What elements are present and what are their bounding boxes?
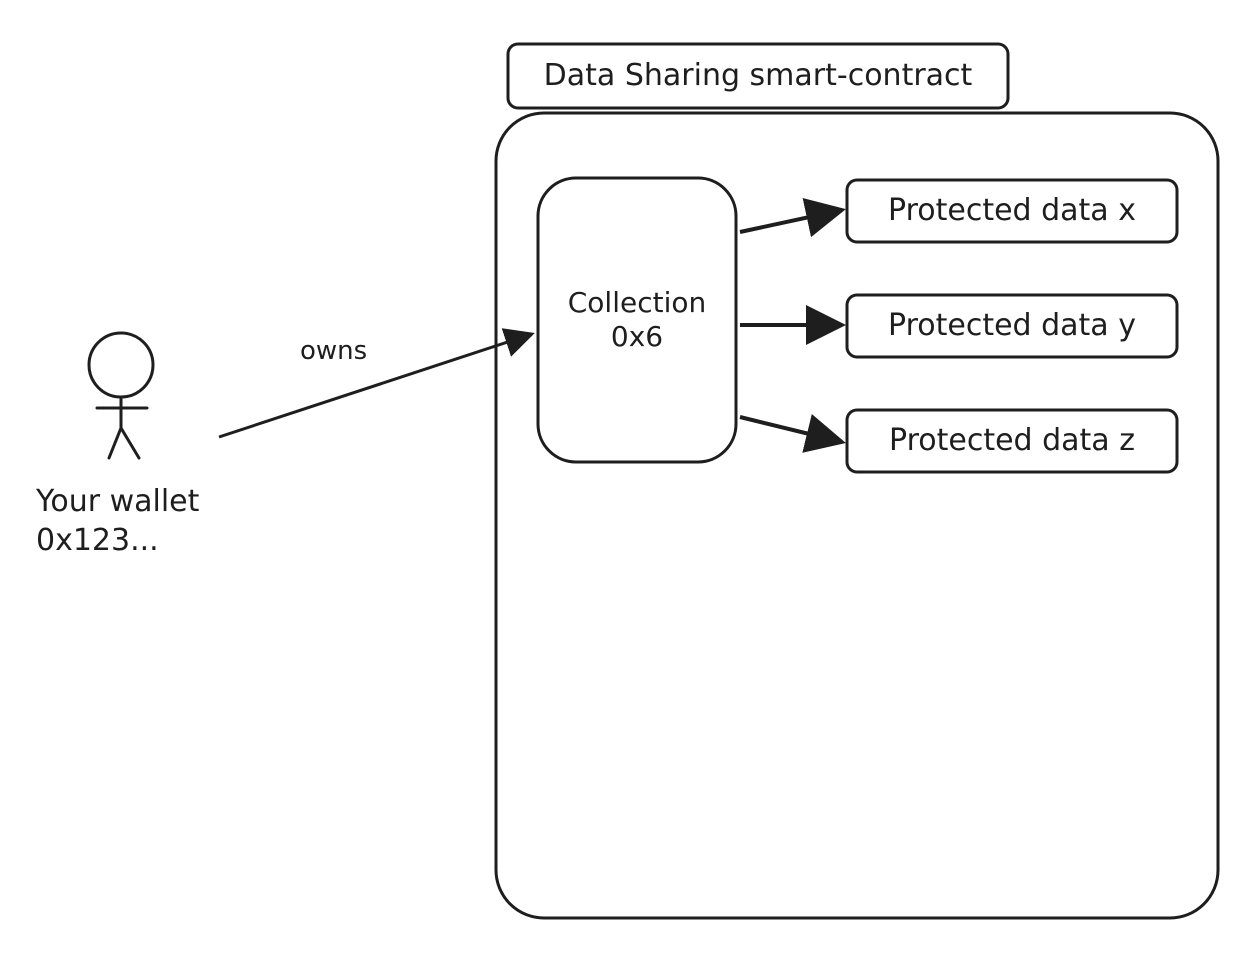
wallet-name: Your wallet <box>36 484 200 519</box>
protected-data-z-text: Protected data z <box>889 423 1135 458</box>
wallet-address: 0x123... <box>36 523 159 558</box>
arrow-to-protected-data-x <box>739 198 846 238</box>
person-icon <box>87 331 155 460</box>
owns-arrow <box>218 328 535 439</box>
container-title: Data Sharing smart-contract <box>508 44 1008 108</box>
protected-data-x-label: Protected data x <box>847 180 1177 242</box>
protected-data-y-node <box>845 293 1179 359</box>
collection-address: 0x6 <box>610 320 664 353</box>
collection-label: Collection 0x6 <box>538 178 736 462</box>
wallet-label: Your wallet 0x123... <box>36 482 199 560</box>
smart-contract-container <box>494 111 1220 920</box>
container-title-text: Data Sharing smart-contract <box>543 58 973 93</box>
container-title-box <box>506 42 1010 110</box>
protected-data-z-label: Protected data z <box>847 410 1177 472</box>
collection-name: Collection <box>567 286 707 320</box>
protected-data-x-node <box>845 178 1179 244</box>
collection-node <box>536 176 738 464</box>
protected-data-z-node <box>845 408 1179 474</box>
protected-data-x-text: Protected data x <box>888 193 1136 228</box>
owns-edge-label: owns <box>300 336 368 366</box>
arrow-to-protected-data-z <box>739 414 846 453</box>
protected-data-y-label: Protected data y <box>847 295 1177 357</box>
protected-data-y-text: Protected data y <box>888 308 1136 343</box>
